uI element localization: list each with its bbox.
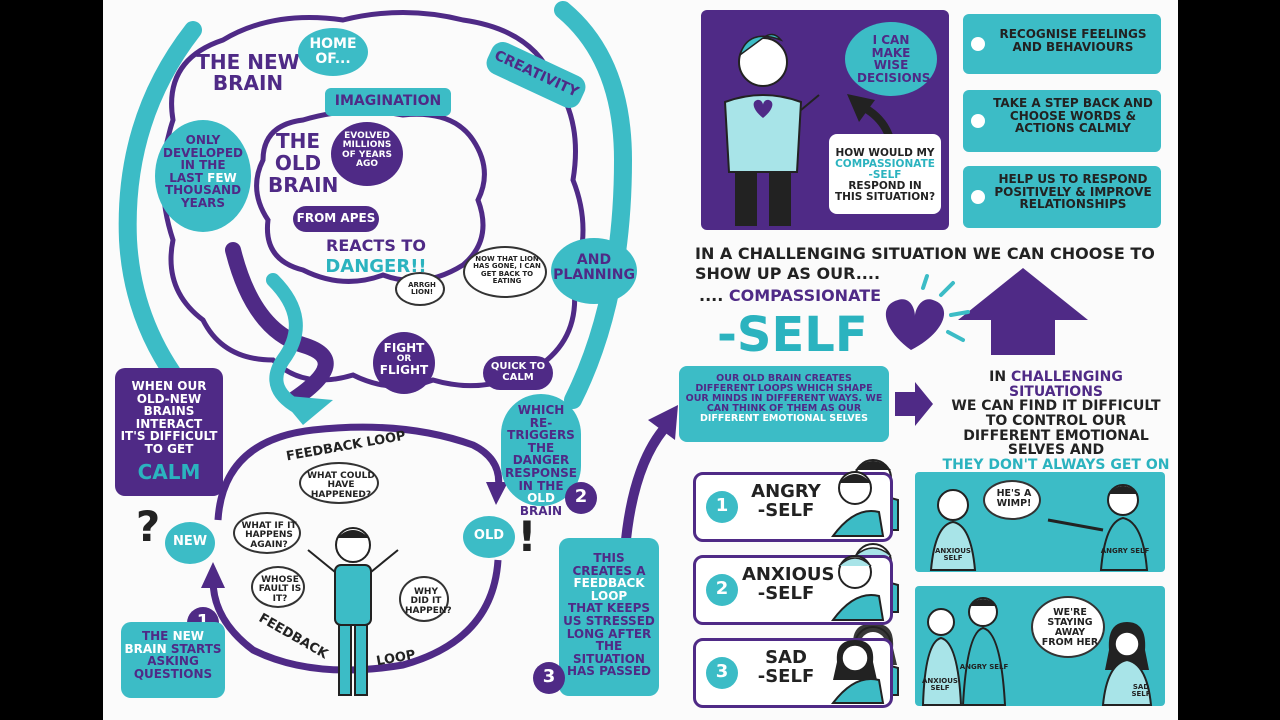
comic2-sad-label: SAD SELF (1131, 683, 1151, 699)
arrgh-bubble: ARRGH LION! (395, 272, 445, 306)
comic1-angry-label: ANGRY SELF (1100, 547, 1150, 555)
and-planning-bubble: AND PLANNING (551, 238, 637, 304)
what-could-bubble: WHAT COULD HAVE HAPPENED? (299, 462, 379, 504)
comic2-angry-label: ANGRY SELF (959, 663, 1009, 671)
whose-fault-bubble: WHOSE FAULT IS IT? (251, 566, 305, 608)
exclamation-mark: ! (517, 512, 537, 561)
anxious-self-card: 2 ANXIOUS -SELF (693, 555, 893, 625)
big-up-arrow (958, 268, 1088, 355)
compassionate-line: .... COMPASSIONATE (699, 286, 882, 305)
anxious-self-number-badge: 2 (706, 574, 738, 606)
fight-or-flight-bubble: FIGHT OR FLIGHT (373, 332, 435, 394)
benefit-bullet-1 (971, 37, 985, 51)
sad-self-number-badge: 3 (706, 657, 738, 689)
in-challenging-text: IN CHALLENGING SITUATIONS WE CAN FIND IT… (942, 369, 1170, 474)
benefit-box-1: RECOGNISE FEELINGS AND BEHAVIOURS (963, 14, 1161, 74)
comic1-speech-bubble: HE'S A WIMP! (983, 480, 1041, 520)
challenging-line-2: SHOW UP AS OUR.... (695, 264, 881, 283)
sad-self-card: 3 SAD -SELF (693, 638, 893, 708)
lion-gone-bubble: NOW THAT LION HAS GONE, I CAN GET BACK T… (463, 246, 547, 298)
benefit-box-2: TAKE A STEP BACK AND CHOOSE WORDS & ACTI… (963, 90, 1161, 152)
only-developed-lines: ONLY DEVELOPED IN THE LAST FEW THOUSAND … (162, 133, 243, 210)
old-brain-creates-box: OUR OLD BRAIN CREATES DIFFERENT LOOPS WH… (679, 366, 889, 442)
step-2-badge: 2 (565, 482, 597, 514)
brain-stem-purple (225, 242, 334, 408)
challenging-line-1: IN A CHALLENGING SITUATION WE CAN CHOOSE… (695, 244, 1155, 263)
comic2-anxious-label: ANXIOUS SELF (922, 677, 958, 693)
new-bubble: NEW (165, 522, 215, 564)
this-creates-box: THIS CREATES A FEEDBACK LOOP THAT KEEPS … (559, 538, 659, 696)
angry-self-number-badge: 1 (706, 491, 738, 523)
right-arrow (895, 382, 933, 426)
stressed-person-figure (307, 527, 399, 696)
calm-word: CALM (137, 460, 201, 484)
evolved-bubble: EVOLVED MILLIONS OF YEARS AGO (331, 122, 403, 186)
comic1-anxious-label: ANXIOUS SELF (935, 547, 971, 563)
new-brain-starts-box: THE NEW BRAIN STARTS ASKING QUESTIONS (121, 622, 225, 698)
loop-arrow-bottom (201, 562, 225, 588)
question-mark: ? (135, 502, 161, 551)
old-brain-title: THE OLD BRAIN (268, 129, 339, 197)
angry-self-card: 1 ANGRY -SELF (693, 472, 893, 542)
comic2-speech-bubble: WE'RE STAYING AWAY FROM HER (1031, 596, 1105, 658)
benefit-box-3: HELP US TO RESPOND POSITIVELY & IMPROVE … (963, 166, 1161, 228)
benefit-bullet-3 (971, 190, 985, 204)
from-apes-pill: FROM APES (293, 206, 379, 232)
imagination-banner: IMAGINATION (325, 88, 451, 116)
new-brain-title: THE NEW BRAIN (196, 50, 300, 95)
infographic-poster: THE NEW BRAIN HOME OF... CREATIVITY IMAG… (103, 0, 1178, 720)
reacts-to-label: REACTS TO (326, 236, 426, 255)
how-would-box: HOW WOULD MY COMPASSIONATE -SELF RESPOND… (829, 134, 941, 214)
loop-arc-top (214, 423, 503, 521)
step-3-badge: 3 (533, 662, 565, 694)
stem-arrow-head (278, 395, 333, 425)
heart-shape (885, 299, 945, 350)
outer-arc-right (554, 1, 633, 409)
what-if-bubble: WHAT IF IT HAPPENS AGAIN? (233, 512, 301, 554)
outer-arc-left (118, 21, 202, 409)
up-arrow-head (648, 405, 678, 440)
self-big-label: -SELF (717, 307, 868, 363)
why-bubble: WHY DID IT HAPPEN? (399, 576, 452, 622)
danger-label: DANGER!! (325, 256, 427, 277)
old-bubble: OLD (463, 516, 515, 558)
quick-to-calm-pill: QUICK TO CALM (483, 356, 553, 390)
i-can-bubble: I CAN MAKE WISE DECISIONS (845, 22, 937, 96)
home-of-bubble: HOME OF... (298, 28, 368, 76)
benefit-bullet-2 (971, 114, 985, 128)
loop-arrow-top (486, 482, 508, 505)
new-brain-outline (160, 10, 586, 389)
when-our-brains-box: WHEN OUR OLD-NEW BRAINS INTERACT IT'S DI… (115, 368, 223, 496)
only-developed-bubble: ONLY DEVELOPED IN THE LAST FEW THOUSAND … (155, 120, 251, 232)
